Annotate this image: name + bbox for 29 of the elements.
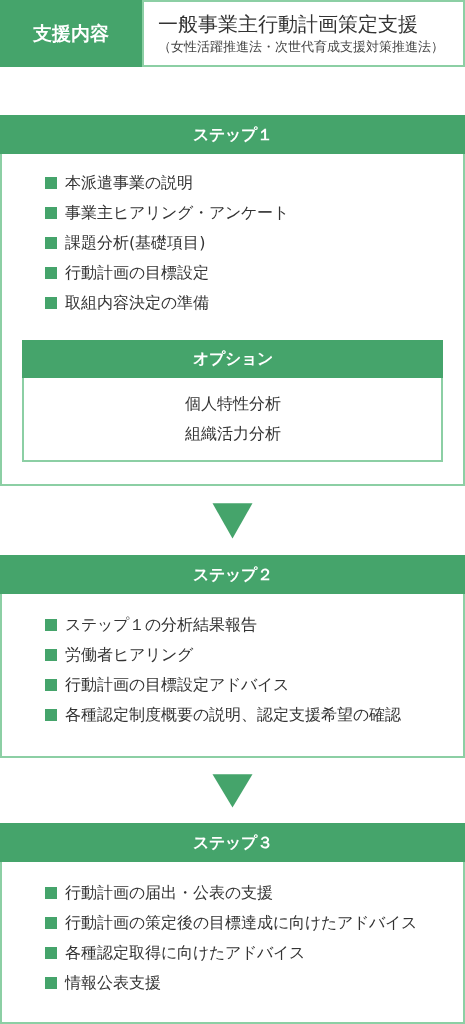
list-item: 課題分析(基礎項目) bbox=[65, 233, 206, 253]
list-item: 行動計画の策定後の目標達成に向けたアドバイス bbox=[65, 913, 417, 933]
option-heading: オプション bbox=[22, 340, 443, 378]
list-item: 行動計画の届出・公表の支援 bbox=[65, 883, 273, 903]
option-item: 組織活力分析 bbox=[183, 423, 282, 445]
list-item: 情報公表支援 bbox=[65, 973, 161, 993]
list-item: 各種認定取得に向けたアドバイス bbox=[65, 943, 305, 963]
option-item: 個人特性分析 bbox=[183, 393, 282, 415]
list-item: 本派遣事業の説明 bbox=[65, 173, 193, 193]
category-label: 支援内容 bbox=[0, 0, 142, 67]
list-item: 事業主ヒアリング・アンケート bbox=[65, 203, 289, 223]
list-item: ステップ１の分析結果報告 bbox=[65, 615, 257, 635]
option-box bbox=[22, 340, 443, 462]
heading-text: 一般事業主行動計画策定支援 bbox=[158, 11, 418, 37]
step-heading: ステップ３ bbox=[0, 823, 465, 862]
list-item: 各種認定制度概要の説明、認定支援希望の確認 bbox=[65, 705, 401, 725]
step-box bbox=[0, 823, 465, 1024]
step-box bbox=[0, 555, 465, 758]
arrow bbox=[212, 774, 253, 808]
list-item: 取組内容決定の準備 bbox=[65, 293, 209, 313]
step-box bbox=[0, 115, 465, 486]
list-item: 行動計画の目標設定 bbox=[65, 263, 209, 283]
list-item: 行動計画の目標設定アドバイス bbox=[65, 675, 289, 695]
list-item: 労働者ヒアリング bbox=[65, 645, 193, 665]
arrow bbox=[212, 503, 253, 539]
step-heading: ステップ２ bbox=[0, 555, 465, 594]
title-box bbox=[142, 0, 465, 67]
step-heading: ステップ１ bbox=[0, 115, 465, 154]
subtitle-text: （女性活躍推進法・次世代育成支援対策推進法） bbox=[158, 38, 444, 56]
